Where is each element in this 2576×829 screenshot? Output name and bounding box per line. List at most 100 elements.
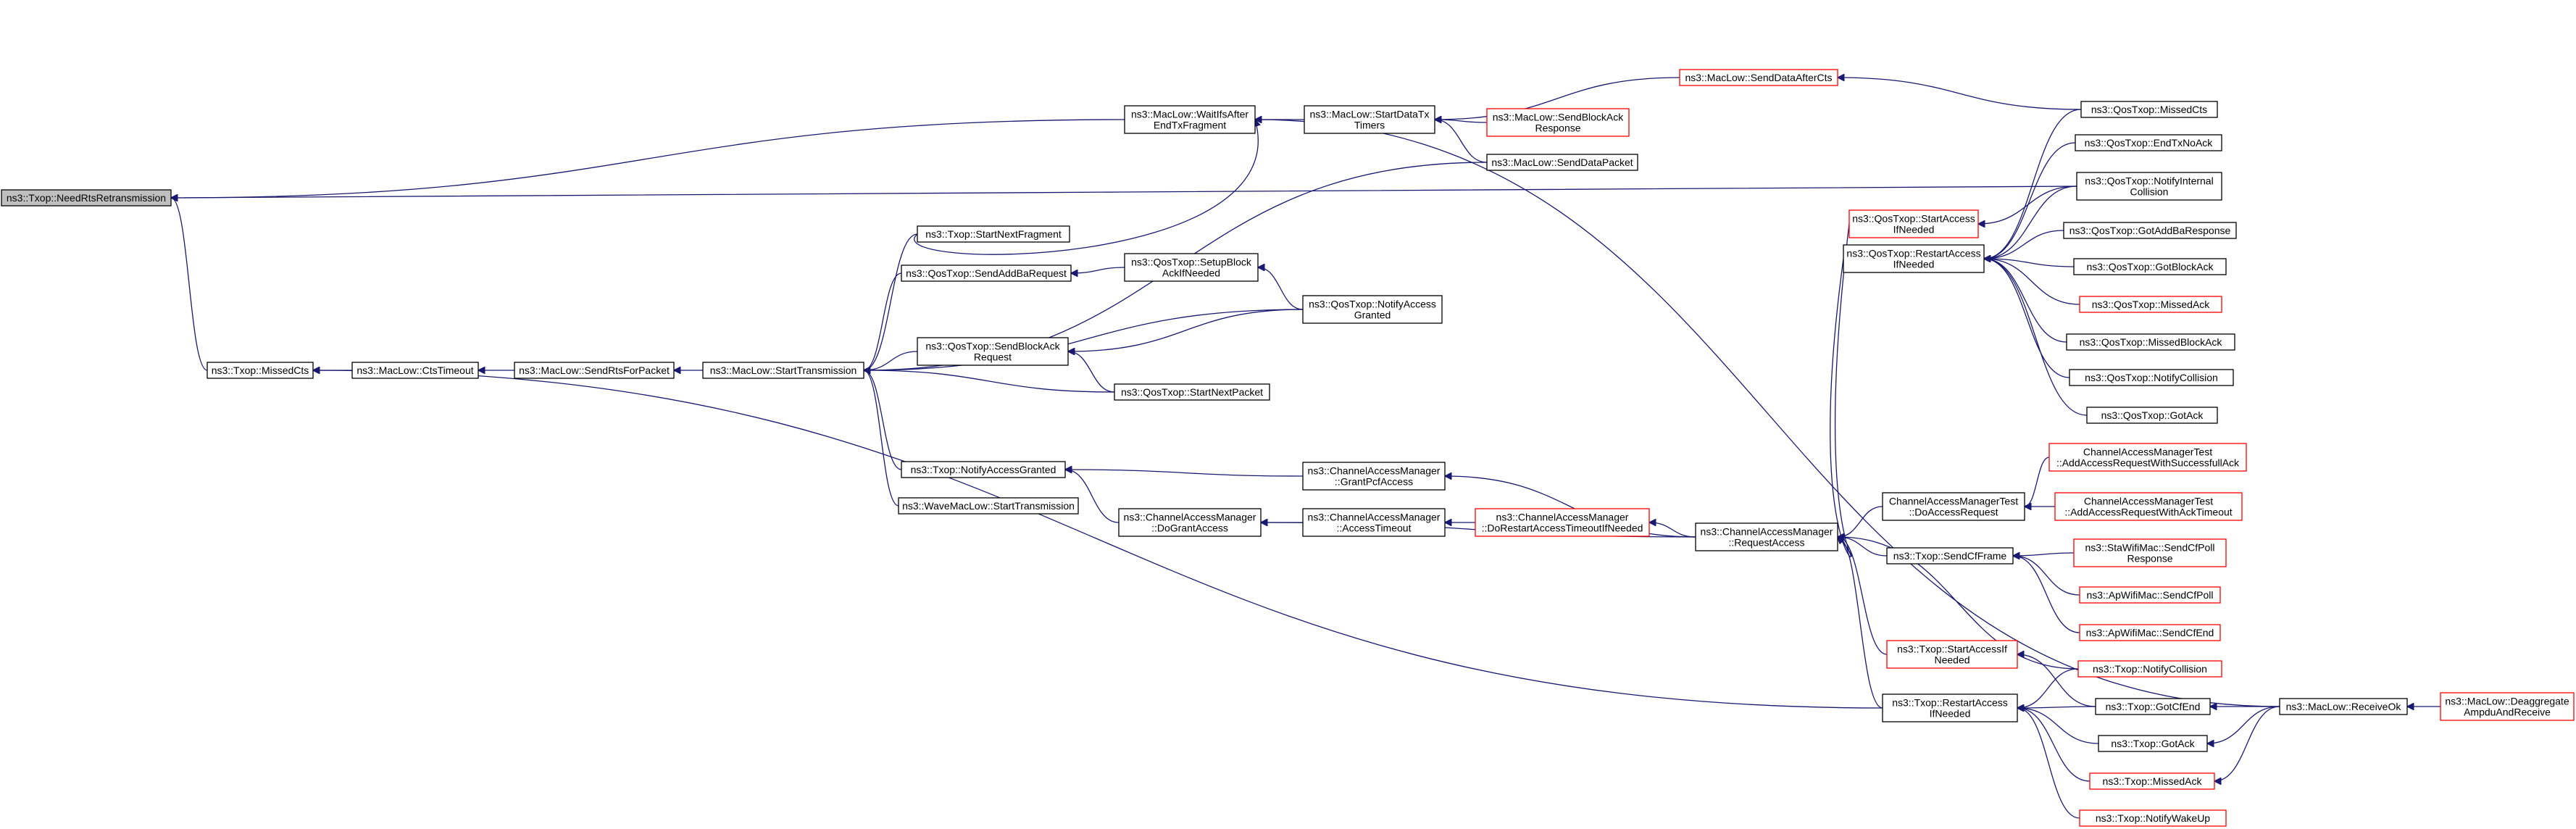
node-label: ns3::QosTxop::SendBlockAck bbox=[925, 341, 1060, 352]
node-doRestartAccessTimeoutIfNeeded[interactable]: ns3::ChannelAccessManager::DoRestartAcce… bbox=[1475, 508, 1650, 537]
node-receiveOk[interactable]: ns3::MacLow::ReceiveOk bbox=[2279, 698, 2408, 715]
edge-qosStartNextPacket-to-startTransmission bbox=[864, 370, 1115, 393]
node-box bbox=[901, 461, 1066, 478]
node-box bbox=[898, 497, 1079, 515]
node-label: IfNeeded bbox=[1893, 224, 1935, 236]
node-label: ns3::MacLow::StartTransmission bbox=[710, 364, 857, 376]
node-box bbox=[2095, 698, 2211, 715]
node-qosStartNextPacket[interactable]: ns3::QosTxop::StartNextPacket bbox=[1114, 383, 1270, 401]
node-box bbox=[1475, 508, 1650, 537]
edge-txopGotAck-to-txopRestartAccessIfNeeded bbox=[2017, 708, 2099, 744]
node-camtAddAckTimeout[interactable]: ChannelAccessManagerTest::AddAccessReque… bbox=[2054, 492, 2243, 521]
node-box bbox=[2279, 698, 2408, 715]
edge-qosMissedBlockAck-to-qosRestartAccessIfNeeded bbox=[1984, 259, 2067, 343]
node-box bbox=[2069, 369, 2234, 386]
node-sendCfFrame[interactable]: ns3::Txop::SendCfFrame bbox=[1886, 547, 2014, 565]
edge-receiveOk-to-txopMissedAck bbox=[2214, 706, 2280, 781]
edge-receiveOk-to-waitIfsAfterEndTxFragment bbox=[1255, 120, 2280, 707]
edge-qosNotifyAccessGranted-to-sendBlockAckRequest bbox=[1068, 309, 1304, 351]
node-box bbox=[2077, 660, 2222, 678]
node-sendDataPacket[interactable]: ns3::MacLow::SendDataPacket bbox=[1486, 154, 1638, 171]
node-box bbox=[2075, 134, 2222, 151]
edge-sendDataAfterCts-to-startDataTxTimers bbox=[1435, 77, 1680, 120]
node-qosMissedAck[interactable]: ns3::QosTxop::MissedAck bbox=[2079, 296, 2222, 313]
node-box bbox=[2440, 692, 2575, 721]
edge-waveStartTransmission-to-startTransmission bbox=[864, 370, 899, 507]
node-txopNotifyCollision[interactable]: ns3::Txop::NotifyCollision bbox=[2077, 660, 2222, 678]
node-txopGotAck[interactable]: ns3::Txop::GotAck bbox=[2098, 735, 2208, 752]
edge-qosGotBlockAck-to-qosRestartAccessIfNeeded bbox=[1984, 259, 2075, 267]
node-accessTimeout[interactable]: ns3::ChannelAccessManager::AccessTimeout bbox=[1302, 508, 1446, 537]
node-label: ns3::QosTxop::RestartAccess bbox=[1846, 248, 1980, 259]
node-label: ::DoRestartAccessTimeoutIfNeeded bbox=[1482, 522, 1643, 534]
node-qosGotAddBaResponse[interactable]: ns3::QosTxop::GotAddBaResponse bbox=[2063, 222, 2237, 239]
node-label: ns3::QosTxop::MissedBlockAck bbox=[2080, 336, 2223, 348]
node-box bbox=[917, 225, 1070, 243]
node-camtDoAccessRequest[interactable]: ChannelAccessManagerTest::DoAccessReques… bbox=[1882, 492, 2025, 521]
node-box bbox=[1114, 383, 1270, 401]
node-label: ns3::QosTxop::StartAccess bbox=[1852, 213, 1975, 225]
node-txopMissedCts[interactable]: ns3::Txop::MissedCts bbox=[207, 362, 314, 379]
node-box bbox=[207, 362, 314, 379]
node-label: ns3::ChannelAccessManager bbox=[1124, 512, 1256, 523]
node-label: ns3::MacLow::StartDataTx bbox=[1310, 109, 1430, 120]
edge-doGrantAccess-to-notifyAccessGranted bbox=[1065, 470, 1120, 523]
node-box bbox=[2054, 492, 2243, 521]
node-startTransmission[interactable]: ns3::MacLow::StartTransmission bbox=[702, 362, 864, 379]
node-label: Needed bbox=[1934, 654, 1969, 666]
node-apSendCfEnd[interactable]: ns3::ApWifiMac::SendCfEnd bbox=[2079, 624, 2221, 641]
edge-waitIfsAfterEndTxFragment-to-root bbox=[171, 119, 1125, 198]
node-qosMissedCts[interactable]: ns3::QosTxop::MissedCts bbox=[2080, 101, 2218, 118]
node-qosGotBlockAck[interactable]: ns3::QosTxop::GotBlockAck bbox=[2073, 258, 2227, 275]
node-grantPcfAccess[interactable]: ns3::ChannelAccessManager::GrantPcfAcces… bbox=[1302, 462, 1446, 491]
node-qosMissedBlockAck[interactable]: ns3::QosTxop::MissedBlockAck bbox=[2066, 333, 2235, 351]
node-txopNotifyWakeUp[interactable]: ns3::Txop::NotifyWakeUp bbox=[2079, 809, 2227, 827]
node-box bbox=[2079, 624, 2221, 641]
node-camtAddSuccessfulAck[interactable]: ChannelAccessManagerTest::AddAccessReque… bbox=[2048, 443, 2247, 472]
node-qosGotAck[interactable]: ns3::QosTxop::GotAck bbox=[2086, 407, 2218, 424]
node-box bbox=[1118, 508, 1262, 537]
edge-apSendCfPoll-to-sendCfFrame bbox=[2013, 556, 2080, 596]
node-label: ns3::Txop::SendCfFrame bbox=[1893, 550, 2007, 562]
node-root[interactable]: ns3::Txop::NeedRtsRetransmission bbox=[1, 189, 172, 207]
node-label: ns3::QosTxop::GotAck bbox=[2101, 409, 2204, 421]
node-waveStartTransmission[interactable]: ns3::WaveMacLow::StartTransmission bbox=[898, 497, 1079, 515]
node-ctsTimeout[interactable]: ns3::MacLow::CtsTimeout bbox=[351, 362, 479, 379]
node-qosEndTxNoAck[interactable]: ns3::QosTxop::EndTxNoAck bbox=[2075, 134, 2222, 151]
node-qosNotifyCollision[interactable]: ns3::QosTxop::NotifyCollision bbox=[2069, 369, 2234, 386]
node-requestAccess[interactable]: ns3::ChannelAccessManager::RequestAccess bbox=[1695, 522, 1838, 551]
edge-qosStartNextPacket-to-sendBlockAckRequest bbox=[1068, 351, 1115, 393]
node-box bbox=[901, 264, 1072, 282]
node-sendRtsForPacket[interactable]: ns3::MacLow::SendRtsForPacket bbox=[514, 362, 675, 379]
node-apSendCfPoll[interactable]: ns3::ApWifiMac::SendCfPoll bbox=[2079, 586, 2221, 604]
node-notifyAccessGranted[interactable]: ns3::Txop::NotifyAccessGranted bbox=[901, 461, 1066, 478]
node-txopGotCfEnd[interactable]: ns3::Txop::GotCfEnd bbox=[2095, 698, 2211, 715]
edge-qosGotAck-to-qosRestartAccessIfNeeded bbox=[1984, 259, 2088, 416]
edge-grantPcfAccess-to-notifyAccessGranted bbox=[1065, 470, 1304, 477]
edge-startNextFragment-to-startTransmission bbox=[864, 233, 918, 370]
node-box bbox=[1843, 244, 1985, 273]
node-startNextFragment[interactable]: ns3::Txop::StartNextFragment bbox=[917, 225, 1070, 243]
node-txopMissedAck[interactable]: ns3::Txop::MissedAck bbox=[2089, 772, 2215, 790]
node-box bbox=[1848, 209, 1979, 238]
edge-txopGotCfEnd-to-txopStartAccessIfNeeded bbox=[2017, 654, 2096, 707]
node-label: ns3::Txop::MissedAck bbox=[2103, 775, 2203, 787]
node-box bbox=[2079, 586, 2221, 604]
edge-qosMissedAck-to-qosRestartAccessIfNeeded bbox=[1984, 259, 2080, 305]
node-sendAddBaRequest[interactable]: ns3::QosTxop::SendAddBaRequest bbox=[901, 264, 1072, 282]
node-sendDataAfterCts[interactable]: ns3::MacLow::SendDataAfterCts bbox=[1679, 69, 1838, 86]
node-doGrantAccess[interactable]: ns3::ChannelAccessManager::DoGrantAccess bbox=[1118, 508, 1262, 537]
node-qosNotifyAccessGranted[interactable]: ns3::QosTxop::NotifyAccessGranted bbox=[1302, 295, 1443, 324]
